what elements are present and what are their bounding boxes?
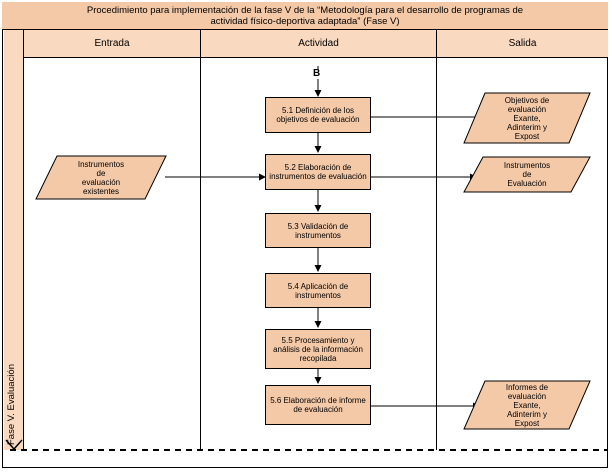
title-line-2: actividad físico-deportiva adaptada” (Fa… — [210, 16, 400, 27]
output-label: Objetivos de evaluación Exante, Adinteri… — [504, 95, 550, 141]
column-divider-1 — [200, 58, 201, 450]
connector-b: B — [313, 68, 321, 79]
output-label: Instrumentos de Evaluación — [503, 161, 551, 188]
output-label: Informes de evaluación Exante, Adinterim… — [505, 382, 549, 428]
swimlane-label: Fase V. Evaluación — [6, 364, 17, 445]
title-line-1: Procedimiento para implementación de la … — [86, 5, 524, 16]
column-header-actividad: Actividad — [201, 30, 437, 58]
input-instrumentos-existentes: Instrumentos de evaluación existentes — [35, 155, 167, 200]
column-header-entrada: Entrada — [24, 30, 201, 58]
activity-5-3: 5.3 Validación de instrumentos — [265, 213, 371, 248]
activity-5-5: 5.5 Procesamiento y análisis de la infor… — [265, 329, 371, 369]
swimlane-label-bar — [4, 30, 24, 450]
activity-5-4: 5.4 Aplicación de instrumentos — [265, 273, 371, 308]
activity-5-2: 5.2 Elaboración de instrumentos de evalu… — [265, 154, 371, 190]
diagram-title: Procedimiento para implementación de la … — [2, 2, 608, 30]
column-header-salida: Salida — [437, 30, 608, 58]
activity-5-6: 5.6 Elaboración de informe de evaluación — [265, 385, 371, 425]
output-objetivos-evaluacion: Objetivos de evaluación Exante, Adinteri… — [463, 92, 591, 144]
input-label: Instrumentos de evaluación existentes — [77, 159, 125, 196]
output-informes-evaluacion: Informes de evaluación Exante, Adinterim… — [463, 380, 591, 430]
output-instrumentos-evaluacion: Instrumentos de Evaluación — [463, 156, 591, 193]
column-divider-2 — [436, 58, 437, 450]
activity-5-1: 5.1 Definición de los objetivos de evalu… — [265, 97, 371, 133]
